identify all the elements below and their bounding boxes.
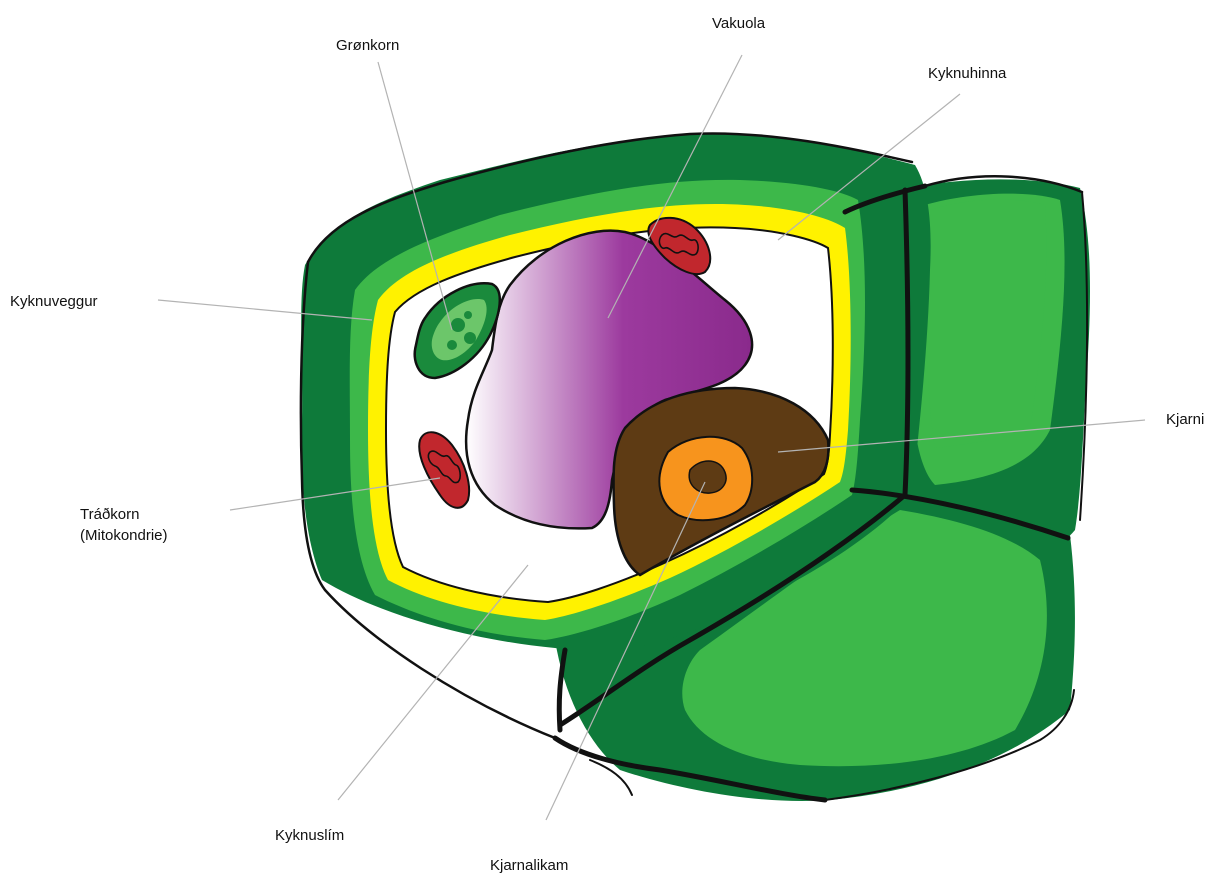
label-gronkorn: Grønkorn — [336, 36, 399, 56]
label-tradkorn: Tráðkorn (Mitokondrie) — [80, 504, 168, 546]
label-kjarni: Kjarni — [1166, 410, 1204, 430]
label-tradkorn-line2: (Mitokondrie) — [80, 525, 168, 546]
label-kyknuslim: Kyknuslím — [275, 826, 344, 846]
label-kyknuhinna: Kyknuhinna — [928, 64, 1006, 84]
nucleolus-core — [689, 461, 726, 493]
label-kyknuveggur: Kyknuveggur — [10, 292, 98, 312]
label-vakuola: Vakuola — [712, 14, 765, 34]
label-kjarnalikam: Kjarnalikam — [490, 856, 568, 876]
label-tradkorn-line1: Tráðkorn — [80, 504, 168, 525]
